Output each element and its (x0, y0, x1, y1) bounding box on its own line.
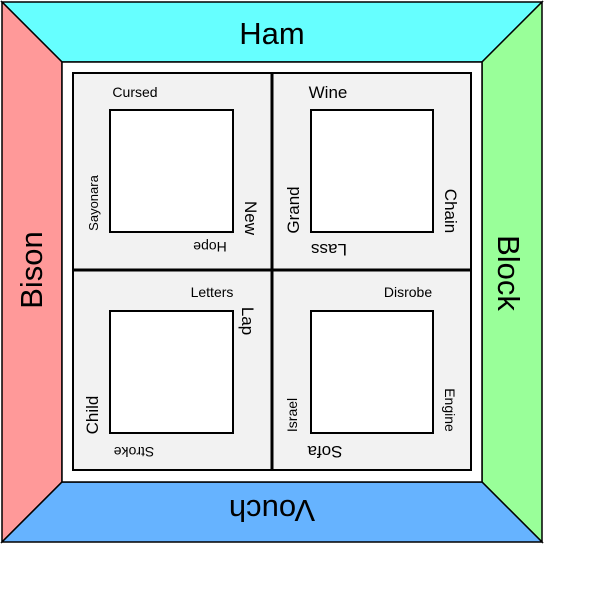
cell-label-top: Disrobe (384, 284, 432, 300)
cell-label-right: Chain (441, 189, 460, 233)
outer-label-top: Ham (239, 16, 304, 51)
outer-label-bottom: Vouch (229, 493, 315, 528)
cell-label-bottom: Lass (311, 240, 347, 259)
cell-label-right: New (241, 201, 260, 236)
cell-inner-square (310, 109, 434, 233)
cell-top-left: Cursed Sayonara New Hope (72, 72, 273, 271)
cell-label-bottom: Stroke (114, 444, 155, 460)
cell-label-top: Cursed (112, 84, 157, 100)
cell-label-left: Child (83, 396, 102, 435)
cell-top-right: Wine Grand Chain Lass (271, 72, 472, 271)
cell-label-bottom: Sofa (307, 442, 343, 461)
cell-bottom-right: Disrobe Israel Engine Sofa (271, 269, 472, 471)
cell-inner-square (109, 109, 234, 233)
cell-bottom-left: Letters Child Lap Stroke (72, 269, 273, 471)
outer-label-left: Bison (14, 231, 49, 309)
cell-label-left: Grand (284, 186, 303, 233)
cell-label-top: Wine (309, 83, 348, 102)
outer-label-right: Block (491, 235, 526, 311)
cell-label-left: Israel (284, 398, 300, 432)
cell-label-bottom: Hope (193, 239, 227, 255)
cell-label-right: Engine (442, 388, 458, 432)
cell-label-left: Sayonara (86, 174, 101, 230)
cell-inner-square (310, 310, 434, 434)
cell-label-right: Lap (238, 307, 257, 335)
cell-inner-square (109, 310, 234, 434)
cell-label-top: Letters (191, 284, 234, 300)
